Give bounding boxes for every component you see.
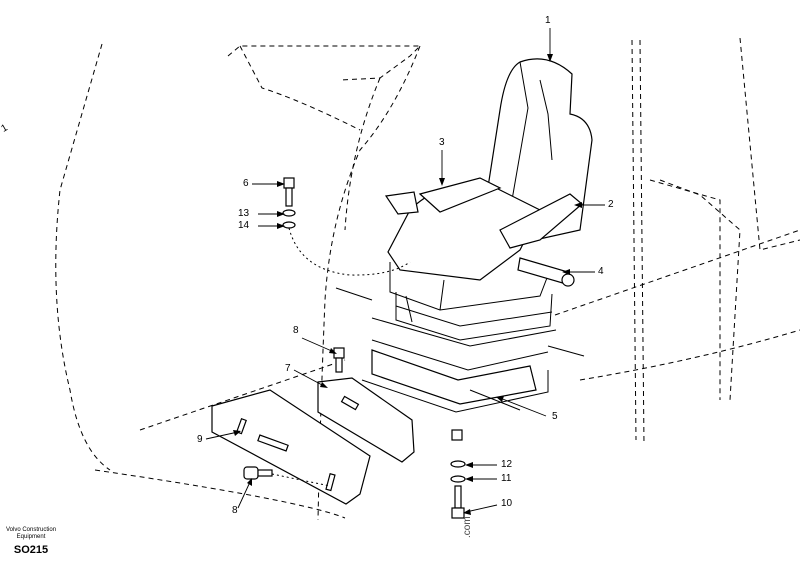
fastener-path-14 (288, 227, 411, 276)
callout-11: 11 (501, 473, 512, 484)
brand-line-1: Volvo Construction (6, 527, 57, 533)
footer-brand-block: Volvo Construction Equipment SO215 (6, 527, 56, 556)
callout-8-upper: 8 (293, 325, 299, 336)
fastener-8-lower (243, 466, 273, 480)
callout-5: 5 (552, 411, 558, 422)
callout-14: 14 (238, 220, 250, 231)
diagram-code: SO215 (13, 544, 49, 556)
cab-outline (55, 37, 800, 521)
brand-line-2: Equipment (16, 534, 46, 540)
plate-slot-3 (325, 473, 336, 492)
plate-slot-2 (257, 434, 289, 452)
plate-slot-1 (235, 417, 247, 435)
watermark: .com (462, 516, 473, 538)
callout-2: 2 (608, 199, 614, 210)
leader-arrows (233, 54, 582, 515)
callout-8-lower: 8 (232, 505, 238, 516)
callout-3: 3 (439, 137, 445, 148)
callout-6: 6 (243, 178, 249, 189)
callout-9: 9 (197, 434, 203, 445)
bracket-slot (340, 395, 360, 411)
callout-12: 12 (501, 459, 513, 470)
fastener-6-13-14 (282, 177, 296, 229)
seat-assembly (335, 58, 593, 413)
callout-4: 4 (598, 266, 604, 277)
mounting-bracket (317, 377, 415, 463)
fastener-10-11-12 (450, 429, 466, 519)
callout-10: 10 (501, 498, 513, 509)
callout-13: 13 (238, 208, 250, 219)
callout-7: 7 (285, 363, 291, 374)
callout-1: 1 (545, 15, 551, 26)
fastener-8-upper (333, 347, 345, 373)
